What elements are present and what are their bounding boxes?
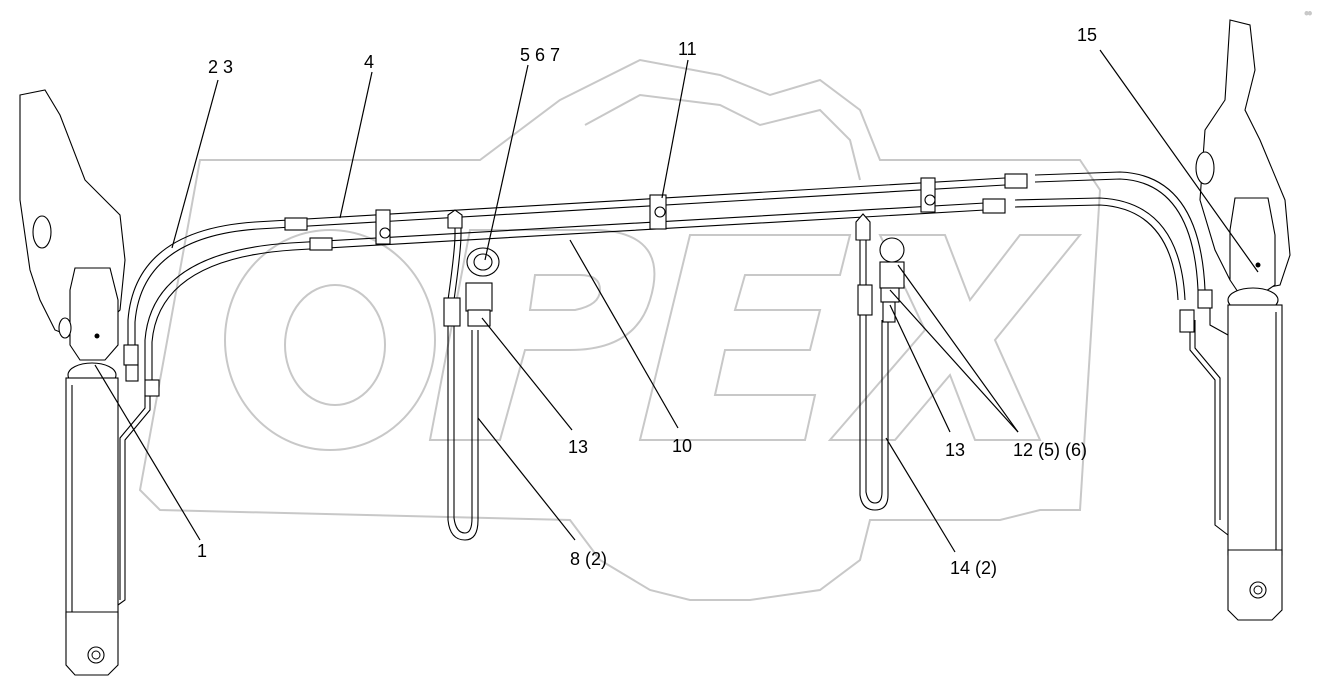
- watermark-corner-mark: °°: [1305, 11, 1311, 20]
- fitting-left-down-b: [125, 364, 139, 382]
- coupling-stem-right: [882, 301, 896, 323]
- leader-14: [885, 437, 956, 553]
- right-cylinder-end-bolt: [1249, 581, 1267, 599]
- watermark-letter-o-inner: [284, 284, 386, 406]
- right-cylinder-side-tube: [1189, 320, 1229, 536]
- fitting-right-down-a: [1179, 309, 1195, 333]
- callout-13-left: 13: [568, 437, 588, 457]
- watermark-logo: °°: [138, 10, 1312, 601]
- left-arm-pivot-hole: [32, 215, 52, 249]
- leader-12-b: [889, 289, 1019, 433]
- callout-8-2: 8 (2): [570, 549, 607, 569]
- right-cylinder-side-tube-2: [1194, 320, 1221, 520]
- callout-10: 10: [672, 436, 692, 456]
- left-loop-sleeve: [443, 297, 461, 327]
- fitting-right-down-b: [1197, 289, 1213, 309]
- right-loop-hose-b: [865, 235, 883, 504]
- leader-8: [477, 417, 576, 541]
- fitting-lower-left: [309, 237, 333, 251]
- leader-15: [1099, 49, 1259, 273]
- upper-hose-right-b: [1034, 178, 1199, 291]
- watermark-letter-o-outer: [224, 229, 436, 451]
- left-cylinder-assembly: [19, 89, 151, 676]
- watermark-gear-outline: [138, 58, 1102, 601]
- right-cylinder-assembly: [1189, 19, 1291, 621]
- right-cylinder-body: [1227, 304, 1283, 556]
- watermark-gear-inner: [584, 93, 861, 181]
- watermark-letter-x: [827, 234, 1083, 441]
- clamp-left: [375, 209, 391, 245]
- callout-labels: 1 2 3 4 5 6 7 11 15 13 10 13 12 (5) (6) …: [197, 25, 1097, 578]
- right-coupling-hose: [855, 213, 905, 511]
- upper-hose-line-b: [134, 184, 1006, 345]
- left-cylinder-end-block: [65, 611, 119, 676]
- leader-13b: [889, 304, 951, 433]
- clamp-left-bolt: [379, 227, 391, 239]
- coupling-head-left-inner: [473, 253, 493, 271]
- leader-567: [484, 64, 529, 261]
- right-loop-tee: [855, 213, 871, 241]
- leader-10: [569, 239, 679, 429]
- coupling-head-right: [879, 237, 905, 263]
- watermark-letter-p: [428, 229, 656, 441]
- main-hose-bundle: [123, 171, 1213, 397]
- callout-5-6-7: 5 6 7: [520, 45, 560, 65]
- left-cylinder-body: [65, 377, 119, 619]
- callout-14-2: 14 (2): [950, 558, 997, 578]
- lower-hose-right-b: [1014, 204, 1179, 301]
- right-loop-hose-a: [859, 235, 889, 511]
- right-clevis-dot: [1255, 262, 1261, 268]
- right-cylinder-short-tube: [1209, 300, 1229, 336]
- watermark-letter-e: [638, 234, 852, 441]
- left-cylinder-clevis: [69, 267, 119, 361]
- upper-hose-line-a: [127, 177, 1006, 345]
- callout-1: 1: [197, 541, 207, 561]
- lower-hose-line-a: [144, 202, 986, 380]
- left-cylinder-side-tube: [117, 395, 151, 606]
- callout-2-3: 2 3: [208, 57, 233, 77]
- left-coupling-hose: [443, 209, 500, 541]
- lower-hose-line-b: [151, 209, 986, 380]
- lower-hose-right-a: [1014, 197, 1186, 301]
- fitting-left-down-a: [123, 344, 139, 366]
- fitting-left-down-c: [144, 379, 160, 397]
- callout-13-right: 13: [945, 440, 965, 460]
- left-loop-tee: [447, 209, 463, 229]
- leader-1: [94, 364, 201, 541]
- leader-lines: [94, 49, 1259, 553]
- callout-12-5-6: 12 (5) (6): [1013, 440, 1087, 460]
- left-loop-hose-b: [453, 225, 473, 534]
- right-cylinder-end-bolt-inner: [1253, 585, 1263, 595]
- leader-11: [661, 59, 689, 199]
- left-loop-hose-a: [447, 225, 479, 541]
- fitting-upper-right: [1004, 173, 1028, 189]
- leader-13a: [481, 317, 573, 431]
- right-loop-sleeve: [857, 284, 873, 316]
- leader-4: [339, 71, 373, 219]
- callout-15: 15: [1077, 25, 1097, 45]
- callout-4: 4: [364, 52, 374, 72]
- right-cylinder-clevis: [1229, 197, 1276, 296]
- clamp-right-bolt: [924, 194, 936, 206]
- upper-hose-right-a: [1034, 171, 1206, 291]
- coupling-body-right: [879, 261, 905, 289]
- left-clevis-pin: [58, 317, 72, 339]
- fitting-lower-right: [982, 198, 1006, 214]
- left-clevis-dot: [94, 333, 100, 339]
- clamp-center-bolt: [654, 206, 666, 218]
- leader-23: [171, 79, 219, 249]
- callout-11: 11: [678, 39, 697, 59]
- fitting-upper-left: [284, 217, 308, 231]
- coupling-body-left: [465, 282, 493, 312]
- right-arm-pivot-hole: [1195, 151, 1215, 185]
- leader-12-a: [897, 264, 1019, 433]
- left-cylinder-side-tube-2: [119, 395, 146, 600]
- left-cylinder-end-bolt: [87, 646, 105, 664]
- left-cylinder-end-bolt-inner: [91, 650, 101, 660]
